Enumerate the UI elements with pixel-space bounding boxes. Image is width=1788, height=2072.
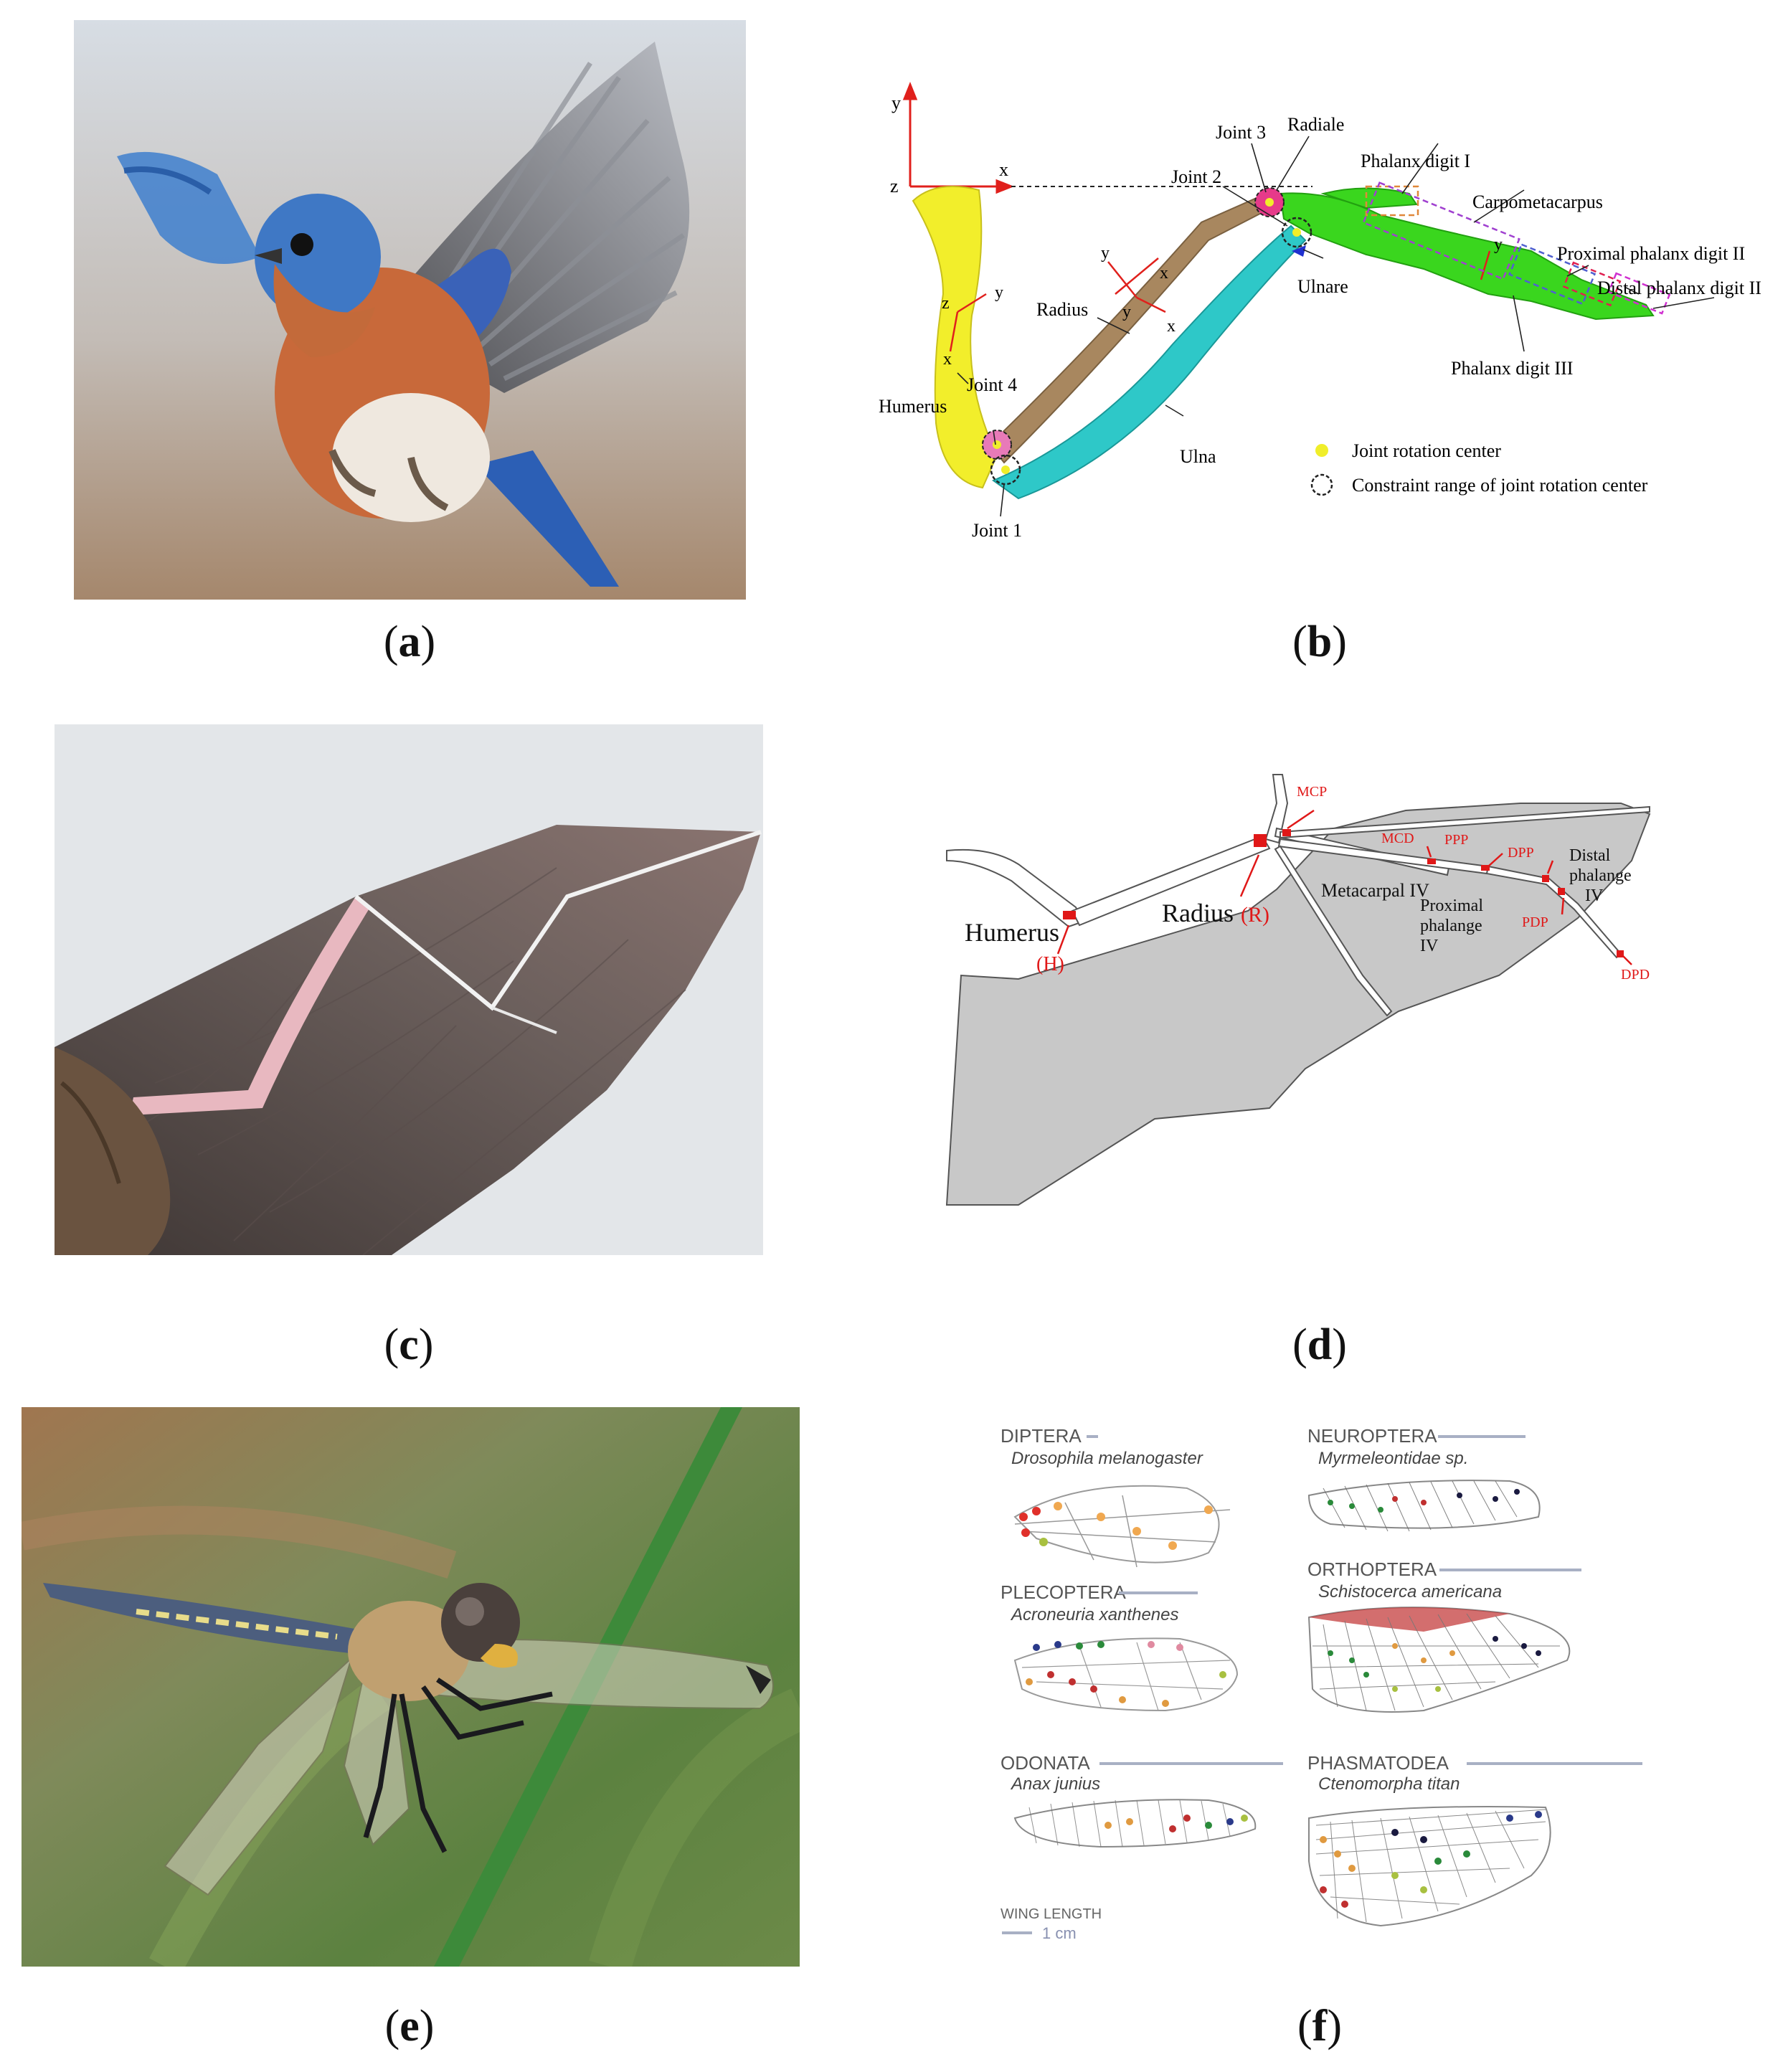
hand-bones bbox=[1279, 192, 1655, 321]
label-h-abbr: (H) bbox=[1036, 953, 1064, 975]
label-distal-line1: Distal bbox=[1569, 846, 1611, 865]
label-radius: Radius bbox=[1036, 299, 1088, 320]
panel-b-bird-skeleton-diagram: y x z y z x y x y x y bbox=[864, 79, 1784, 545]
global-y-label: y bbox=[891, 93, 901, 113]
label-proximal-line2: phalange bbox=[1420, 917, 1482, 935]
panel-f-insect-wing-venation: DIPTERA Drosophila melanogaster NEUROPTE… bbox=[993, 1416, 1653, 1951]
label-mcd: MCD bbox=[1381, 831, 1414, 846]
caption-d: (d) bbox=[1292, 1320, 1347, 1369]
wing-group-odonata: ODONATA Anax junius bbox=[1001, 1752, 1283, 1848]
scale-bar bbox=[1002, 1931, 1032, 1934]
caption-f-letter: f bbox=[1312, 2002, 1328, 2050]
species-schistocerca: Schistocerca americana bbox=[1318, 1582, 1502, 1602]
label-joint-2: Joint 2 bbox=[1171, 166, 1221, 187]
ulna-frame-y: y bbox=[1122, 303, 1131, 321]
panel-c-bat-wing-photo bbox=[55, 724, 763, 1255]
humerus-bone bbox=[946, 848, 1084, 928]
label-joint-3: Joint 3 bbox=[1216, 122, 1266, 143]
label-proximal-line3: IV bbox=[1420, 937, 1439, 955]
caption-a-letter: a bbox=[398, 618, 421, 666]
label-distal-line3: IV bbox=[1585, 886, 1604, 905]
label-distal-line2: phalange bbox=[1569, 866, 1632, 885]
species-drosophila: Drosophila melanogaster bbox=[1011, 1449, 1203, 1468]
label-humerus: Humerus bbox=[965, 918, 1059, 947]
bat-wing-image bbox=[55, 724, 763, 1255]
panel-a-bird-photo bbox=[74, 20, 746, 600]
label-phalanx-digit-3: Phalanx digit III bbox=[1451, 358, 1573, 379]
caption-d-letter: d bbox=[1307, 1320, 1333, 1369]
label-dpd: DPD bbox=[1621, 967, 1650, 983]
label-joint-1: Joint 1 bbox=[972, 520, 1022, 541]
label-radius: Radius bbox=[1162, 899, 1234, 927]
legend-rotation-center-label: Joint rotation center bbox=[1352, 440, 1501, 461]
label-carpometacarpus: Carpometacarpus bbox=[1472, 191, 1603, 212]
label-phalanx-digit-1: Phalanx digit I bbox=[1361, 151, 1470, 171]
label-proximal-line1: Proximal bbox=[1420, 897, 1483, 915]
caption-b: (b) bbox=[1292, 618, 1347, 666]
legend-constraint-label: Constraint range of joint rotation cente… bbox=[1352, 475, 1648, 496]
bluebird-image bbox=[74, 20, 746, 600]
scale-title: WING LENGTH bbox=[1001, 1906, 1102, 1922]
wing-group-orthoptera: ORTHOPTERA Schistocerca americana bbox=[1307, 1558, 1581, 1713]
caption-e: (e) bbox=[384, 2002, 435, 2050]
species-anax: Anax junius bbox=[1010, 1774, 1100, 1794]
label-ulna: Ulna bbox=[1180, 446, 1216, 467]
label-joint-4: Joint 4 bbox=[967, 374, 1017, 395]
species-myrmeleontidae: Myrmeleontidae sp. bbox=[1318, 1449, 1468, 1468]
order-phasmatodea: PHASMATODEA bbox=[1307, 1752, 1449, 1774]
label-dpp: DPP bbox=[1508, 845, 1534, 861]
humerus-frame-y: y bbox=[995, 283, 1003, 302]
label-ulnare: Ulnare bbox=[1297, 276, 1348, 297]
order-orthoptera: ORTHOPTERA bbox=[1307, 1558, 1437, 1580]
species-ctenomorpha: Ctenomorpha titan bbox=[1318, 1774, 1460, 1794]
wing-group-plecoptera: PLECOPTERA Acroneuria xanthenes bbox=[1001, 1581, 1239, 1712]
species-acroneuria: Acroneuria xanthenes bbox=[1010, 1605, 1178, 1624]
label-metacarpal-iv: Metacarpal IV bbox=[1321, 880, 1429, 901]
radius-bone bbox=[1071, 835, 1271, 927]
order-odonata: ODONATA bbox=[1001, 1752, 1090, 1774]
ulna-frame-x: x bbox=[1167, 317, 1176, 336]
legend-rotation-center-marker bbox=[1315, 444, 1328, 457]
ulna-bone bbox=[991, 224, 1307, 500]
joint-markers bbox=[982, 187, 1312, 486]
label-r-abbr: (R) bbox=[1241, 903, 1269, 927]
global-x-label: x bbox=[999, 159, 1008, 180]
scale-value: 1 cm bbox=[1042, 1924, 1077, 1942]
bat-wing-membrane bbox=[945, 803, 1651, 1206]
caption-b-letter: b bbox=[1307, 618, 1333, 666]
humerus-frame-x: x bbox=[943, 350, 952, 369]
wing-group-neuroptera: NEUROPTERA Myrmeleontidae sp. bbox=[1307, 1425, 1541, 1532]
label-proximal-phalanx-digit-2: Proximal phalanx digit II bbox=[1557, 243, 1745, 264]
global-z-label: z bbox=[890, 176, 899, 197]
wing-group-phasmatodea: PHASMATODEA Ctenomorpha titan bbox=[1307, 1752, 1642, 1927]
radius-frame-y: y bbox=[1101, 244, 1110, 262]
caption-a: (a) bbox=[383, 618, 436, 666]
label-radiale: Radiale bbox=[1287, 114, 1344, 135]
hand-frame-y: y bbox=[1494, 235, 1503, 254]
panel-e-dragonfly-photo bbox=[22, 1407, 800, 1967]
label-mcp: MCP bbox=[1297, 784, 1327, 800]
label-ppp: PPP bbox=[1444, 832, 1468, 848]
caption-c-letter: c bbox=[399, 1320, 419, 1369]
label-distal-phalanx-digit-2: Distal phalanx digit II bbox=[1597, 278, 1761, 298]
panel-d-bat-wing-diagram: Humerus (H) Radius (R) MCP MCD PPP DPP P… bbox=[932, 760, 1721, 1219]
radius-frame-x: x bbox=[1160, 264, 1168, 283]
order-plecoptera: PLECOPTERA bbox=[1001, 1581, 1126, 1603]
label-pdp: PDP bbox=[1522, 914, 1548, 930]
dragonfly-image bbox=[22, 1407, 800, 1967]
legend-constraint-marker bbox=[1310, 473, 1333, 496]
wing-group-diptera: DIPTERA Drosophila melanogaster bbox=[1001, 1425, 1231, 1568]
humerus-frame-z: z bbox=[942, 294, 950, 313]
measurement-marks bbox=[1063, 829, 1624, 957]
caption-f: (f) bbox=[1297, 2002, 1342, 2050]
caption-e-letter: e bbox=[399, 2002, 420, 2050]
order-diptera: DIPTERA bbox=[1001, 1425, 1082, 1447]
caption-c: (c) bbox=[384, 1320, 434, 1369]
order-neuroptera: NEUROPTERA bbox=[1307, 1425, 1437, 1447]
label-humerus: Humerus bbox=[879, 396, 947, 417]
